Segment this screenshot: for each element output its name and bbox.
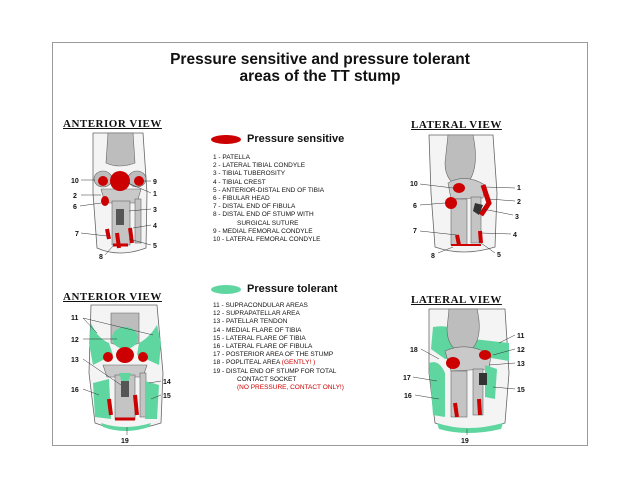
anterior-bottom-leaders xyxy=(82,317,162,435)
sensitive-swatch xyxy=(211,134,241,144)
callout-6: 6 xyxy=(413,203,417,210)
tolerant-item: 17 - POSTERIOR AREA OF THE STUMP xyxy=(213,351,334,359)
sensitive-item: 4 - TIBIAL CREST xyxy=(213,178,266,186)
sensitive-item: SURGICAL SUTURE xyxy=(237,219,299,227)
callout-15: 15 xyxy=(517,387,525,394)
callout-2: 2 xyxy=(73,193,77,200)
callout-7: 7 xyxy=(75,231,79,238)
callout-6: 6 xyxy=(73,204,77,211)
legend-sensitive-label: Pressure sensitive xyxy=(247,133,345,145)
sensitive-item: 6 - FIBULAR HEAD xyxy=(213,195,270,203)
callout-19: 19 xyxy=(461,438,469,445)
callout-3: 3 xyxy=(515,214,519,221)
tolerant-item: 16 - LATERAL FLARE OF FIBULA xyxy=(213,343,313,351)
sensitive-item: 10 - LATERAL FEMORAL CONDYLE xyxy=(213,236,321,244)
title-line-2: areas of the TT stump xyxy=(239,68,401,85)
sensitive-item: 2 - LATERAL TIBIAL CONDYLE xyxy=(213,162,306,170)
tolerant-item: CONTACT SOCKET xyxy=(237,375,297,383)
sensitive-item: 5 - ANTERIOR-DISTAL END OF TIBIA xyxy=(213,186,325,194)
gently-note: (GENTLY! ) xyxy=(281,359,316,367)
callout-10: 10 xyxy=(410,181,418,188)
callout-14: 14 xyxy=(163,379,171,386)
callout-9: 9 xyxy=(153,179,157,186)
anterior-bottom-callouts: 11 12 13 16 19 14 15 xyxy=(71,315,171,445)
tolerant-item: 18 - POPLITEAL AREA (GENTLY! ) xyxy=(213,359,316,367)
callout-5: 5 xyxy=(497,252,501,259)
callout-12: 12 xyxy=(517,347,525,354)
callout-16: 16 xyxy=(404,393,412,400)
callout-1: 1 xyxy=(153,191,157,198)
callout-11: 11 xyxy=(71,315,79,322)
legend-tolerant: Pressure tolerant xyxy=(211,283,337,295)
anterior-view-label-top: ANTERIOR VIEW xyxy=(63,118,162,130)
sensitive-item: 3 - TIBIAL TUBEROSITY xyxy=(213,170,286,178)
tolerant-item: 19 - DISTAL END OF STUMP FOR TOTAL xyxy=(213,367,337,375)
callout-4: 4 xyxy=(513,232,517,239)
callout-1: 1 xyxy=(517,185,521,192)
anatomy-illustrations: 10 2 6 7 8 9 1 3 4 5 xyxy=(71,132,525,445)
callout-5: 5 xyxy=(153,243,157,250)
sensitive-item: 8 - DISTAL END OF STUMP WITH xyxy=(213,211,314,219)
lateral-top-callouts: 10 6 7 8 1 2 3 4 5 xyxy=(410,181,521,260)
lateral-bottom-leaders xyxy=(412,334,516,435)
lateral-bottom-callouts: 11 12 13 15 18 17 16 19 xyxy=(403,333,525,445)
sensitive-item: 7 - DISTAL END OF FIBULA xyxy=(213,203,296,211)
anterior-top-callouts: 10 2 6 7 8 9 1 3 4 5 xyxy=(71,178,157,261)
sensitive-list: 1 - PATELLA 2 - LATERAL TIBIAL CONDYLE 3… xyxy=(213,154,324,244)
sensitive-item: 9 - MEDIAL FEMORAL CONDYLE xyxy=(213,227,313,235)
callout-15: 15 xyxy=(163,393,171,400)
legend-sensitive: Pressure sensitive xyxy=(211,133,344,145)
tolerant-swatch xyxy=(211,284,241,294)
callout-2: 2 xyxy=(517,199,521,206)
callout-18: 18 xyxy=(410,347,418,354)
warning-note: (NO PRESSURE, CONTACT ONLY!) xyxy=(237,384,344,392)
anterior-view-label-bottom: ANTERIOR VIEW xyxy=(63,291,162,303)
anterior-knee-top xyxy=(92,132,148,254)
lateral-view-label-top: LATERAL VIEW xyxy=(411,119,502,131)
anterior-top-leaders xyxy=(79,179,152,256)
sensitive-item: 1 - PATELLA xyxy=(213,154,250,161)
legend-tolerant-label: Pressure tolerant xyxy=(247,283,338,295)
lateral-top-leaders xyxy=(419,183,516,254)
tolerant-list: 11 - SUPRACONDULAR AREAS 12 - SUPRAPATEL… xyxy=(213,302,344,392)
callout-11: 11 xyxy=(517,333,525,340)
callout-10: 10 xyxy=(71,178,79,185)
callout-13: 13 xyxy=(71,357,79,364)
lateral-view-label-bottom: LATERAL VIEW xyxy=(411,294,502,306)
lateral-knee-top xyxy=(428,134,498,253)
tolerant-item: 13 - PATELLAR TENDON xyxy=(213,318,288,326)
anterior-knee-bottom xyxy=(88,304,164,431)
callout-12: 12 xyxy=(71,337,79,344)
callout-4: 4 xyxy=(153,223,157,230)
callout-7: 7 xyxy=(413,228,417,235)
tolerant-item: 12 - SUPRAPATELLAR AREA xyxy=(213,310,300,318)
tolerant-item: 14 - MEDIAL FLARE OF TIBIA xyxy=(213,326,302,334)
callout-16: 16 xyxy=(71,387,79,394)
callout-3: 3 xyxy=(153,207,157,214)
lateral-knee-bottom xyxy=(428,308,510,433)
callout-8: 8 xyxy=(431,253,435,260)
tolerant-item: 11 - SUPRACONDULAR AREAS xyxy=(213,302,308,309)
callout-8: 8 xyxy=(99,254,103,261)
tolerant-item: 15 - LATERAL FLARE OF TIBIA xyxy=(213,334,306,342)
callout-17: 17 xyxy=(403,375,411,382)
diagram-panel: Pressure sensitive and pressure tolerant… xyxy=(52,42,588,446)
callout-13: 13 xyxy=(517,361,525,368)
title-line-1: Pressure sensitive and pressure tolerant xyxy=(170,51,470,68)
callout-19: 19 xyxy=(121,438,129,445)
